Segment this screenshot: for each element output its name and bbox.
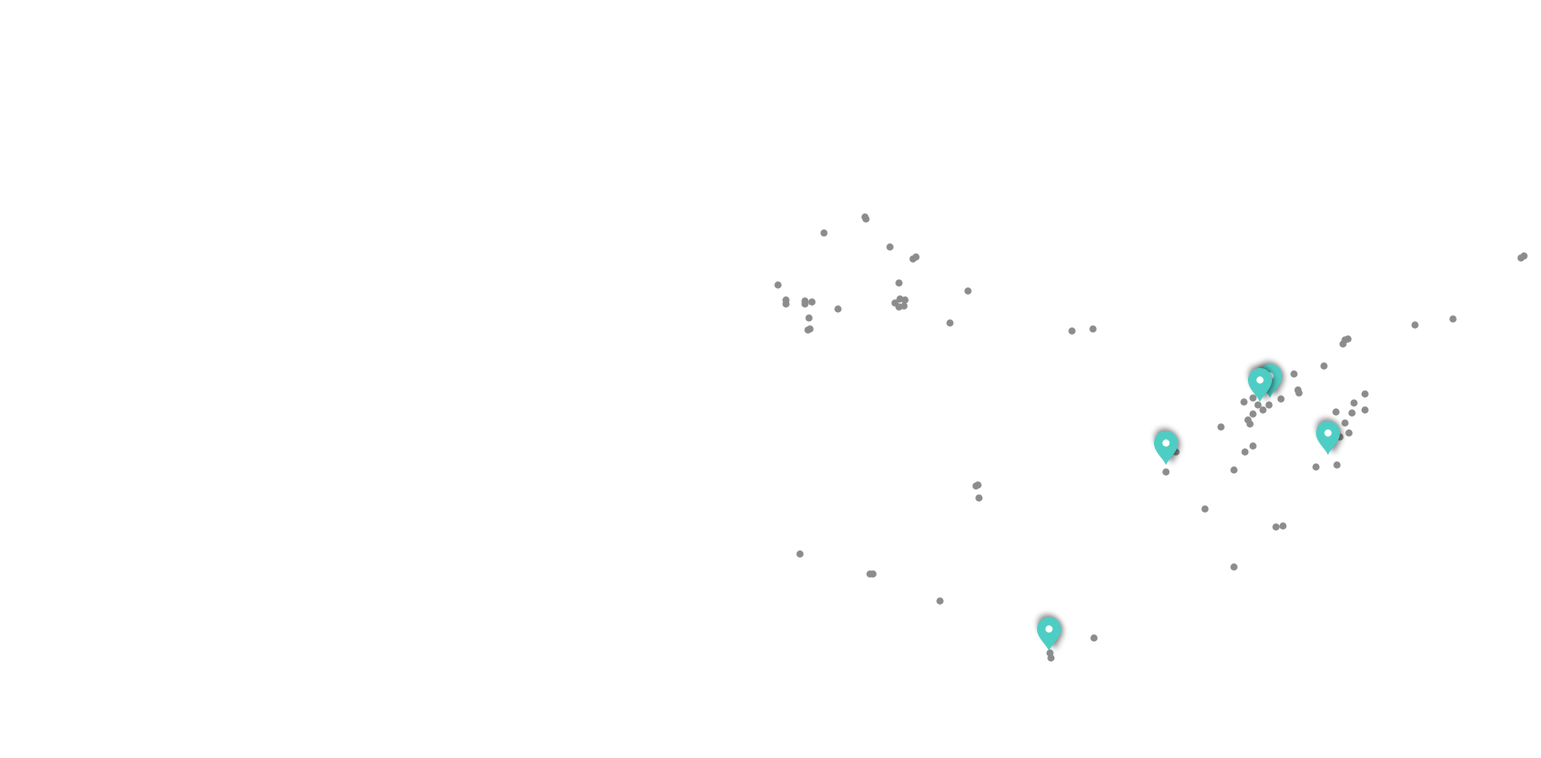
location-dot[interactable]: [1162, 468, 1170, 476]
location-dot[interactable]: [1411, 321, 1419, 329]
marker-body: [1037, 617, 1061, 651]
map-pin-icon[interactable]: [1036, 615, 1067, 651]
location-dot[interactable]: [801, 300, 809, 308]
location-dot[interactable]: [886, 243, 894, 251]
location-dot[interactable]: [1047, 654, 1055, 662]
location-dot[interactable]: [1348, 409, 1356, 417]
location-dot[interactable]: [820, 229, 828, 237]
location-dot[interactable]: [895, 279, 903, 287]
location-dot[interactable]: [1345, 429, 1353, 437]
marker-body: [1154, 431, 1178, 465]
location-dot[interactable]: [1320, 362, 1328, 370]
location-dot[interactable]: [1449, 315, 1457, 323]
location-dot[interactable]: [972, 482, 980, 490]
marker-body: [1316, 421, 1340, 455]
location-dot[interactable]: [1230, 563, 1238, 571]
location-dot[interactable]: [1279, 522, 1287, 530]
location-dot[interactable]: [901, 296, 909, 304]
location-dot[interactable]: [1230, 466, 1238, 474]
location-dot[interactable]: [1217, 423, 1225, 431]
location-dot[interactable]: [805, 314, 813, 322]
location-dot[interactable]: [1259, 406, 1267, 414]
marker-body: [1248, 368, 1272, 402]
marker-center: [1324, 429, 1332, 437]
marker-center: [1256, 376, 1264, 384]
location-dot[interactable]: [808, 298, 816, 306]
location-dot[interactable]: [1240, 398, 1248, 406]
location-dot[interactable]: [1265, 401, 1273, 409]
location-dot[interactable]: [1344, 335, 1352, 343]
location-dot[interactable]: [806, 325, 814, 333]
location-dot[interactable]: [936, 597, 944, 605]
location-dot[interactable]: [1241, 448, 1249, 456]
location-dot[interactable]: [774, 281, 782, 289]
marker-center: [1162, 439, 1170, 447]
location-dot[interactable]: [1089, 325, 1097, 333]
location-dot[interactable]: [1201, 505, 1209, 513]
location-dot[interactable]: [1068, 327, 1076, 335]
map-pin-icon[interactable]: [1247, 366, 1278, 402]
location-dot[interactable]: [964, 287, 972, 295]
location-dot[interactable]: [1361, 406, 1369, 414]
location-dot[interactable]: [1361, 390, 1369, 398]
location-dot[interactable]: [975, 494, 983, 502]
location-dot[interactable]: [862, 215, 870, 223]
location-dot[interactable]: [1272, 523, 1280, 531]
map-pin-icon[interactable]: [1315, 419, 1346, 455]
location-dot[interactable]: [1295, 389, 1303, 397]
location-dot[interactable]: [946, 319, 954, 327]
location-dot[interactable]: [1332, 408, 1340, 416]
location-dot[interactable]: [1333, 461, 1341, 469]
location-dot[interactable]: [1249, 442, 1257, 450]
location-dot[interactable]: [1090, 634, 1098, 642]
location-dot[interactable]: [1341, 419, 1349, 427]
location-dot[interactable]: [1350, 399, 1358, 407]
location-dot[interactable]: [912, 253, 920, 261]
location-dot[interactable]: [1254, 401, 1262, 409]
location-dots-layer: [774, 213, 1528, 662]
location-dot[interactable]: [1249, 394, 1257, 402]
location-dot[interactable]: [1277, 395, 1285, 403]
location-dot[interactable]: [796, 550, 804, 558]
location-dot[interactable]: [1290, 370, 1298, 378]
map-pin-icon[interactable]: [1153, 429, 1184, 465]
map-markers-layer: [1036, 362, 1346, 651]
location-dot[interactable]: [834, 305, 842, 313]
location-dot[interactable]: [869, 570, 877, 578]
marker-center: [1045, 625, 1053, 633]
location-dot[interactable]: [1312, 463, 1320, 471]
location-dot[interactable]: [1339, 340, 1347, 348]
location-dot[interactable]: [1249, 410, 1257, 418]
location-dot[interactable]: [1517, 254, 1525, 262]
location-dot[interactable]: [782, 300, 790, 308]
location-dot[interactable]: [1246, 420, 1254, 428]
location-dot[interactable]: [900, 302, 908, 310]
